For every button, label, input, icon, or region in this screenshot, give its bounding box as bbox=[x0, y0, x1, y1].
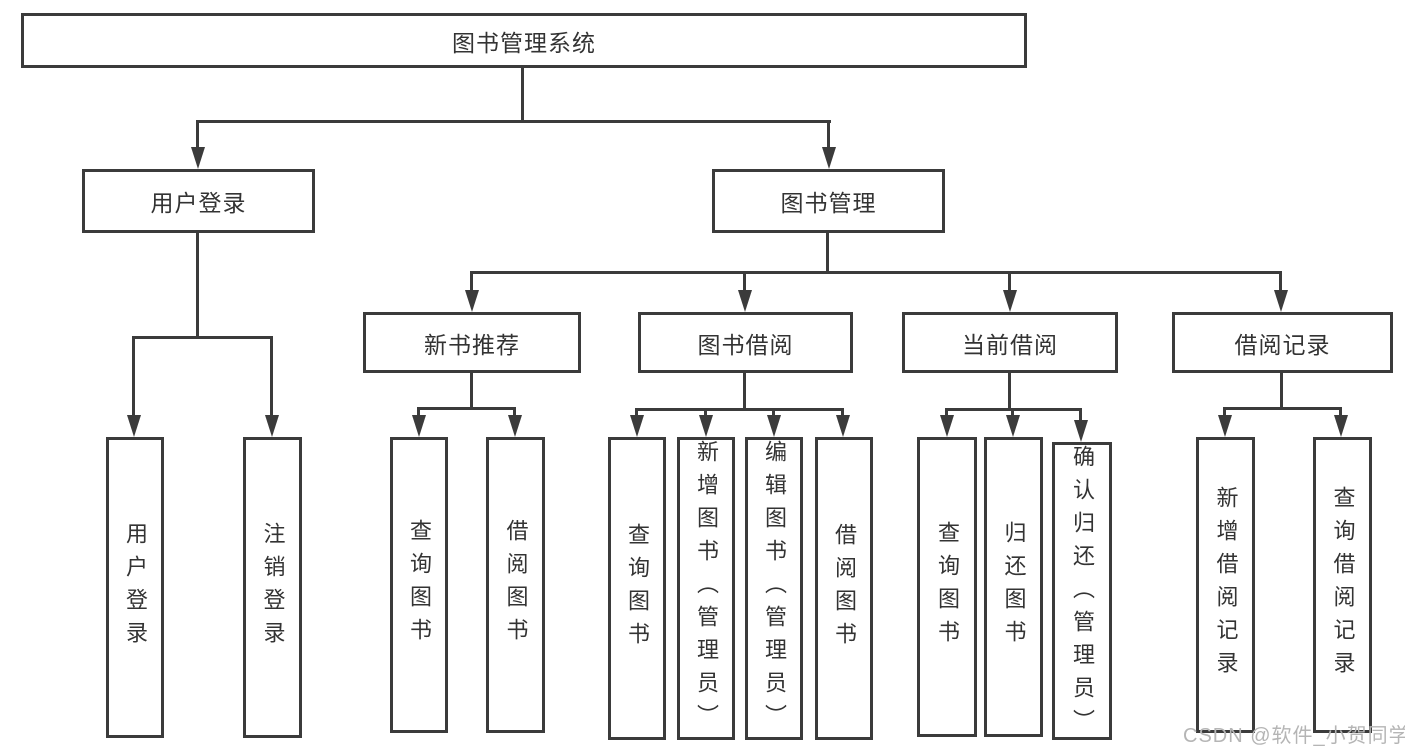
connector-line bbox=[772, 408, 775, 419]
arrowhead-down-icon bbox=[738, 290, 752, 312]
connector-line bbox=[704, 408, 707, 419]
connector-line bbox=[417, 407, 420, 419]
node-book-management: 图书管理 bbox=[712, 169, 945, 233]
connector-line bbox=[513, 407, 516, 419]
connector-line bbox=[1008, 373, 1011, 410]
connector-line bbox=[470, 271, 473, 292]
connector-line bbox=[827, 120, 830, 150]
leaf-edit-book-admin: 编辑图书（管理员） bbox=[745, 437, 803, 740]
connector-line bbox=[470, 373, 473, 409]
connector-line bbox=[417, 407, 516, 410]
connector-line bbox=[1339, 407, 1342, 419]
arrowhead-down-icon bbox=[191, 147, 205, 169]
connector-line bbox=[1079, 408, 1082, 422]
leaf-query-books-borrowing: 查询图书 bbox=[608, 437, 666, 740]
node-borrowing-records: 借阅记录 bbox=[1172, 312, 1393, 373]
leaf-add-book-admin: 新增图书（管理员） bbox=[677, 437, 735, 740]
arrowhead-down-icon bbox=[940, 415, 954, 437]
node-library-management-system: 图书管理系统 bbox=[21, 13, 1027, 68]
leaf-borrow-books: 借阅图书 bbox=[815, 437, 873, 740]
connector-line bbox=[1280, 373, 1283, 409]
leaf-borrow-books-recommend: 借阅图书 bbox=[486, 437, 545, 733]
connector-line bbox=[826, 233, 829, 273]
arrowhead-down-icon bbox=[465, 290, 479, 312]
arrowhead-down-icon bbox=[1274, 290, 1288, 312]
arrowhead-down-icon bbox=[1334, 415, 1348, 437]
connector-line bbox=[470, 271, 1282, 274]
connector-line bbox=[635, 408, 638, 419]
connector-line bbox=[743, 373, 746, 410]
arrowhead-down-icon bbox=[1003, 290, 1017, 312]
node-current-borrowing: 当前借阅 bbox=[902, 312, 1118, 373]
node-user-login: 用户登录 bbox=[82, 169, 315, 233]
connector-line bbox=[196, 233, 199, 338]
leaf-return-books: 归还图书 bbox=[984, 437, 1043, 737]
connector-line bbox=[945, 408, 948, 419]
leaf-query-books-recommend: 查询图书 bbox=[390, 437, 448, 733]
leaf-user-login: 用户登录 bbox=[106, 437, 164, 738]
connector-line bbox=[521, 68, 524, 122]
arrowhead-down-icon bbox=[412, 415, 426, 437]
node-book-borrowing: 图书借阅 bbox=[638, 312, 853, 373]
leaf-logout: 注销登录 bbox=[243, 437, 302, 738]
connector-line bbox=[132, 336, 273, 339]
arrowhead-down-icon bbox=[508, 415, 522, 437]
connector-line bbox=[270, 336, 273, 417]
connector-line bbox=[196, 120, 831, 123]
connector-line bbox=[1279, 271, 1282, 292]
connector-line bbox=[132, 336, 135, 417]
leaf-add-borrow-record: 新增借阅记录 bbox=[1196, 437, 1255, 733]
connector-line bbox=[1011, 408, 1014, 419]
connector-line bbox=[196, 120, 199, 150]
connector-line bbox=[743, 271, 746, 292]
arrowhead-down-icon bbox=[1218, 415, 1232, 437]
arrowhead-down-icon bbox=[265, 415, 279, 437]
connector-line bbox=[1223, 407, 1342, 410]
arrowhead-down-icon bbox=[836, 415, 850, 437]
connector-line bbox=[841, 408, 844, 419]
arrowhead-down-icon bbox=[127, 415, 141, 437]
arrowhead-down-icon bbox=[767, 415, 781, 437]
arrowhead-down-icon bbox=[1074, 420, 1088, 442]
node-new-book-recommend: 新书推荐 bbox=[363, 312, 581, 373]
leaf-query-borrow-record: 查询借阅记录 bbox=[1313, 437, 1372, 733]
connector-line bbox=[635, 408, 844, 411]
connector-line bbox=[1008, 271, 1011, 292]
arrowhead-down-icon bbox=[822, 147, 836, 169]
csdn-watermark: CSDN @软件_小贺同学 bbox=[1183, 725, 1405, 747]
arrowhead-down-icon bbox=[699, 415, 713, 437]
arrowhead-down-icon bbox=[630, 415, 644, 437]
leaf-query-books-current: 查询图书 bbox=[917, 437, 977, 737]
connector-line bbox=[1223, 407, 1226, 419]
leaf-confirm-return-admin: 确认归还（管理员） bbox=[1052, 442, 1112, 742]
arrowhead-down-icon bbox=[1006, 415, 1020, 437]
